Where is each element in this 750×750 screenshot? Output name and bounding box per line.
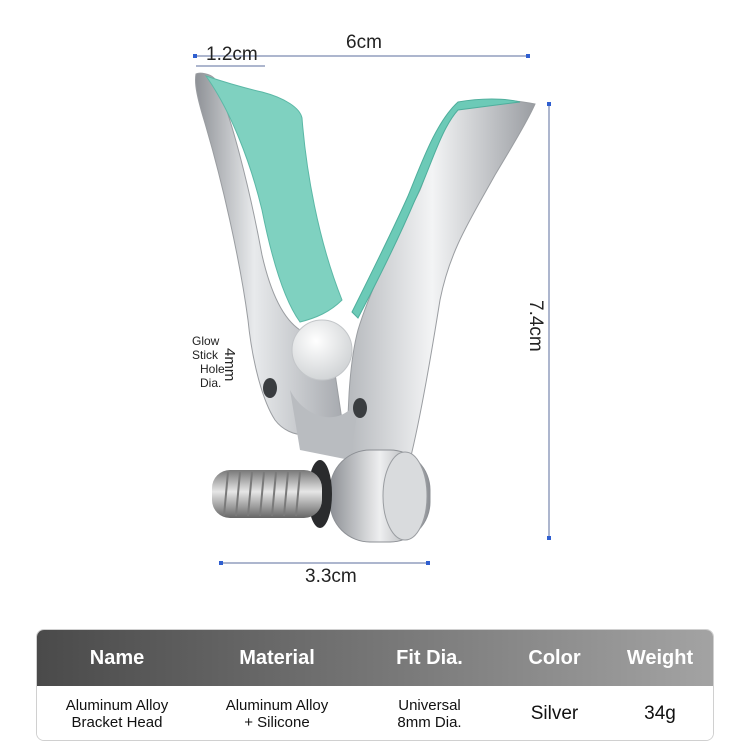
header-fit-dia: Fit Dia.: [396, 646, 463, 669]
height-label: 7.4cm: [525, 300, 546, 352]
left-silicone-pad: [204, 75, 343, 323]
dimension-markers: [193, 54, 551, 565]
bracket-head-drawing: [193, 54, 551, 565]
dimension-lines: [195, 55, 550, 564]
cell-name: Aluminum Alloy Bracket Head: [65, 696, 169, 731]
cell-weight: 34g: [644, 703, 676, 724]
header-material: Material: [239, 646, 315, 669]
spec-table: Name Material Fit Dia. Color Weight Alum…: [36, 629, 714, 741]
cell-color: Silver: [530, 703, 579, 724]
spec-table-header: Name Material Fit Dia. Color Weight: [37, 630, 713, 686]
header-name: Name: [89, 646, 145, 669]
header-color: Color: [528, 646, 581, 669]
side-hole-left: [263, 378, 277, 398]
arm-width-label: 1.2cm: [206, 44, 258, 65]
glow-stick-hole-caption: Glow Stick Hole Dia.: [192, 334, 225, 390]
right-arm: [347, 99, 536, 471]
glow-stick-ball: [291, 319, 353, 381]
base-width-label: 3.3cm: [305, 566, 357, 587]
right-silicone-strip: [351, 98, 521, 319]
top-width-label: 6cm: [346, 32, 382, 53]
product-illustration: 1.2cm 6cm 7.4cm 4mm Glow Stick Hole Dia.…: [192, 32, 551, 587]
cell-fit-dia: Universal 8mm Dia.: [397, 696, 462, 731]
header-weight: Weight: [626, 646, 694, 669]
side-hole-right: [353, 398, 367, 418]
table-row: Aluminum Alloy Bracket Head Aluminum All…: [37, 686, 713, 740]
cell-material: Aluminum Alloy + Silicone: [225, 696, 329, 731]
screw-thread: [212, 470, 322, 518]
